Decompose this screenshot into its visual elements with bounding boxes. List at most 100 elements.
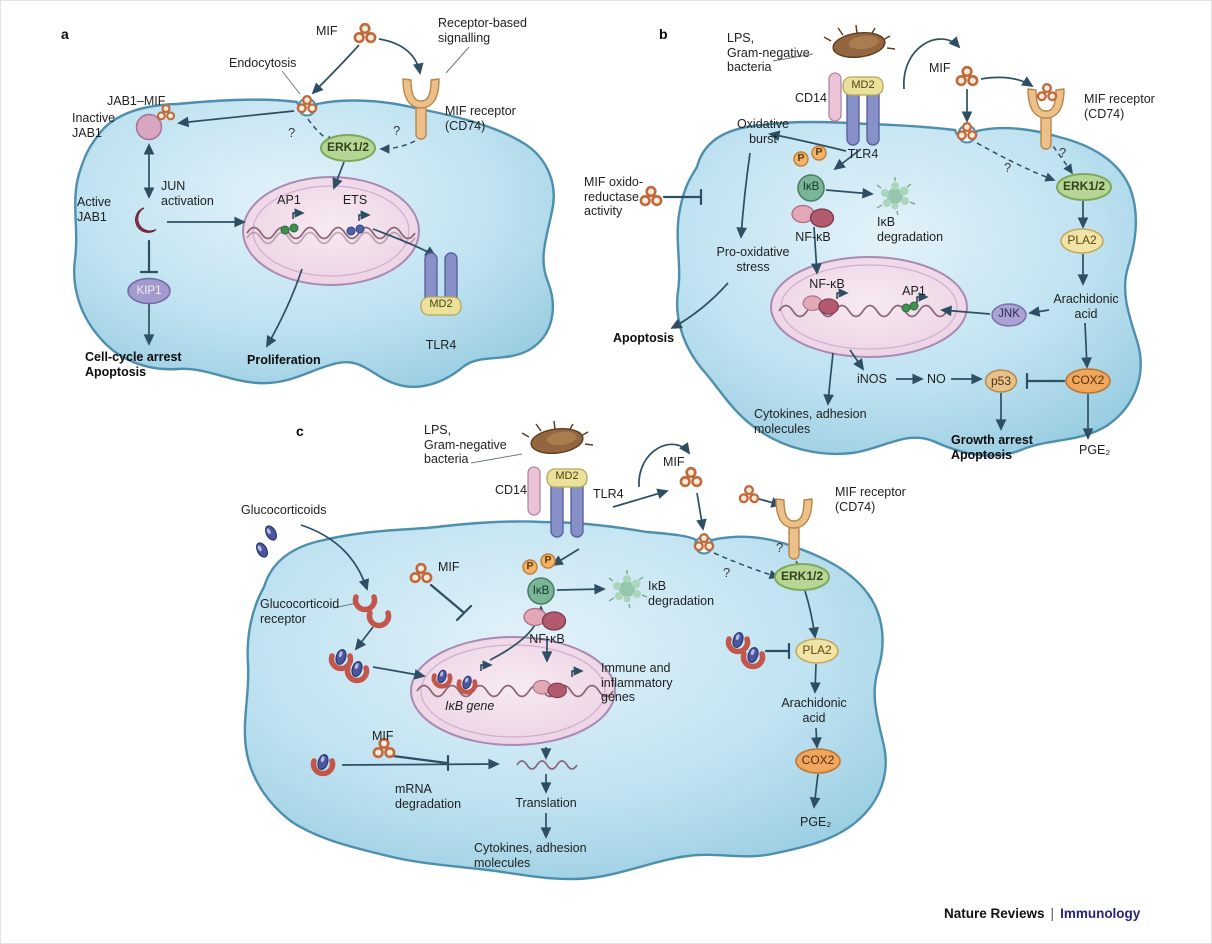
inhibition-line [391,754,449,765]
mif-trimer-icon [955,65,979,87]
arrow [811,727,822,749]
arrow-dashed [307,118,336,145]
arrow [768,130,847,152]
arrow-recycle [903,36,961,90]
kip1-oval [127,277,171,305]
label-glucocorticoid-receptor: Glucocorticoid receptor [260,597,340,626]
label-mif: MIF [372,729,394,743]
pla2-oval [1060,228,1104,254]
panel-letter-c: c [296,423,304,439]
label-pro-oxidative-stress: Pro-oxidative stress [716,245,790,274]
arrow [378,38,424,75]
outcome-proliferation: Proliferation [247,353,321,367]
label-ikb-degradation: IκB degradation [648,579,715,608]
label-cytokines: Cytokines, adhesion molecules [754,407,867,436]
label-phosphate: P [526,560,534,572]
glucocorticoid-icon [253,540,271,560]
nucleus-b [770,256,968,358]
glucocorticoid-icon [262,523,280,543]
arrow [332,161,345,190]
icons-panel-a [127,22,462,316]
arrow-dashed [379,140,416,154]
arrows-panel-b [662,36,1094,440]
label-md2: MD2 [851,79,875,91]
label-ikb: IκB [802,181,820,193]
protein-label-erk: ERK1/2 [780,569,824,583]
label-mif: MIF [316,24,338,38]
label-tlr4: TLR4 [847,147,879,161]
dna-strand [416,684,614,698]
label-arachidonic-acid: Arachidonic acid [781,696,847,725]
ets-binding-site [355,224,365,234]
mif-trimer-icon [679,466,703,488]
label-pge2: PGE₂ [1079,443,1111,457]
arrow [736,152,751,239]
label-mif-receptor: MIF receptor (CD74) [835,485,906,514]
nucleus-c [410,636,616,746]
label-no: NO [927,372,946,386]
label-lps-bacteria: LPS, Gram-negative bacteria [424,423,507,466]
journal-credit: Nature Reviews|Immunology [944,906,1140,921]
label-ikb-gene: IκB gene [445,699,495,713]
pla2-oval [795,638,839,664]
label-mif: MIF [929,61,951,75]
arrow [612,488,669,508]
label-nfkb-nuclear: NF-κB [809,277,845,291]
label-lps-bacteria: LPS, Gram-negative bacteria [727,31,810,74]
label-ikb-degradation: IκB degradation [877,215,944,244]
label-mif: MIF [663,455,685,469]
journal-section: Immunology [1060,906,1141,921]
bacteria-icon [823,24,896,61]
label-oxidative-burst: Oxidative burst [736,117,790,146]
cd14-receptor-icon [828,72,842,122]
protein-label-kip1: KIP1 [136,285,162,297]
question-mark: ? [723,565,731,580]
arrow-dashed [976,142,1056,182]
mif-trimer-icon [1036,83,1058,102]
label-cd14: CD14 [495,483,527,497]
arrow [804,590,820,639]
arrow [811,226,822,275]
cox2-oval [1065,368,1111,394]
cd14-receptor-icon [527,466,541,516]
question-mark: ? [1059,145,1067,160]
icons-panel-b [639,24,1112,394]
outcome-cell-cycle-arrest: Cell-cycle arrest Apoptosis [85,350,182,379]
question-mark: ? [393,123,401,138]
ets-binding-site [346,226,356,236]
arrow [266,268,303,348]
label-nfkb: NF-κB [795,230,831,244]
cox2-oval [795,748,841,774]
ap1-binding-site [909,301,919,311]
label-inactive-jab1: Inactive JAB1 [72,111,116,140]
arrow [372,666,426,680]
jab1-inactive-icon [135,113,163,141]
ap1-binding-site [289,223,299,233]
label-mif-receptor: MIF receptor (CD74) [445,104,516,133]
label-arachidonic-acid: Arachidonic acid [1053,292,1119,321]
label-tlr4: TLR4 [425,338,457,352]
mif-trimer-icon [738,485,760,504]
label-md2: MD2 [429,298,453,310]
arrow [849,349,865,371]
inhibition-bar [455,604,473,622]
label-ap1: AP1 [902,284,926,298]
protein-label-p53: p53 [990,374,1012,388]
dna-strand [246,226,416,240]
arrow [670,282,729,329]
arrows-panel-c [300,442,822,839]
protein-label-erk: ERK1/2 [1062,179,1106,193]
arrow [354,626,374,651]
erk-oval [774,563,830,591]
outcome-apoptosis: Apoptosis [613,331,675,345]
label-pge2: PGE₂ [800,815,832,829]
mif-trimer-icon [353,22,377,44]
protein-label-pla2: PLA2 [1067,233,1097,247]
arrow [1081,322,1092,369]
arrow [341,758,500,770]
question-mark: ? [776,540,784,555]
arrow [980,76,1034,88]
label-jun-activation: JUN activation [161,179,214,208]
